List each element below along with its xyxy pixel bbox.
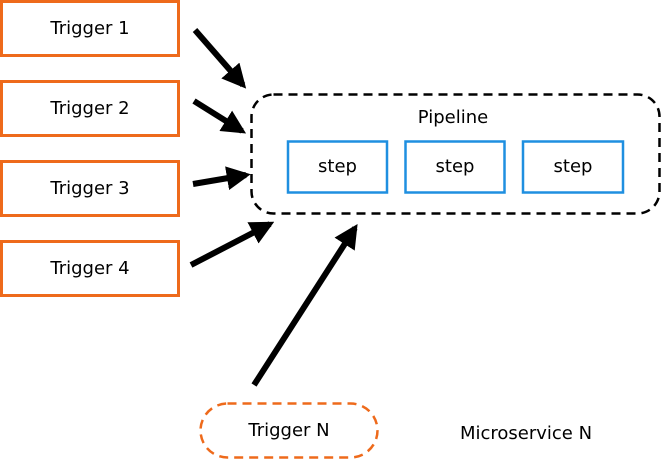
arrow-trigger-3-to-pipeline [192,166,251,191]
step-1-label: step [318,156,357,177]
step-3-label: step [554,156,593,177]
trigger-2-box [0,80,180,137]
trigger-4: Trigger 4 [0,240,180,297]
trigger-1-box [0,0,180,57]
trigger-1-label: Trigger 1 [49,18,129,39]
pipeline-label: Pipeline [418,107,488,128]
trigger-4-label: Trigger 4 [49,258,129,279]
trigger-3-box [0,160,180,217]
pipeline: Pipeline step step step [250,93,661,215]
trigger-n-label: Trigger N [247,420,329,441]
pipeline-step-1: step [286,140,389,194]
step-2-box [404,140,506,194]
step-1-box [286,140,389,194]
trigger-3-label: Trigger 3 [49,178,129,199]
trigger-n-box [199,402,379,459]
step-2-label: step [436,156,475,177]
arrow-trigger-4-to-pipeline [189,221,275,268]
trigger-2: Trigger 2 [0,80,180,137]
pipeline-step-3: step [521,140,625,194]
arrow-trigger-n-to-pipeline [251,223,358,387]
trigger-2-label: Trigger 2 [49,98,129,119]
arrow-trigger-2-to-pipeline [192,98,247,134]
trigger-3: Trigger 3 [0,160,180,217]
trigger-1: Trigger 1 [0,0,180,57]
arrow-trigger-1-to-pipeline [192,28,247,89]
pipeline-step-2: step [404,140,506,194]
step-3-box [521,140,625,194]
microservice-label: Microservice N [460,423,592,444]
trigger-4-box [0,240,180,297]
pipeline-boundary [250,93,661,215]
trigger-n: Trigger N [199,402,379,459]
